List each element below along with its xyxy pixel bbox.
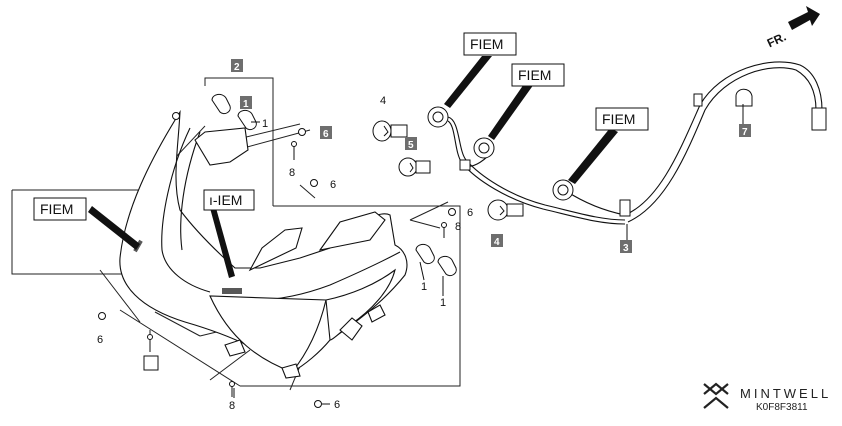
front-direction-indicator: FR. [765, 6, 820, 50]
harness-clips [459, 88, 827, 217]
clip-group-top [211, 93, 457, 277]
part-callouts: 1 4 8 6 6 8 1 1 6 8 6 [97, 95, 473, 412]
box-5-bg [405, 137, 417, 150]
box-callout-1: 1 [243, 99, 249, 110]
bulb-4-top [372, 120, 408, 142]
callout-8-right: 8 [455, 221, 461, 233]
diagram-code: K0F8F3811 [756, 402, 808, 413]
box-callout-7: 7 [742, 127, 748, 138]
front-arrow-icon [788, 6, 820, 30]
callout-1-left: 1 [421, 281, 427, 293]
callout-8-bottom: 8 [229, 400, 235, 412]
fiem-label-left: FIEM [40, 201, 73, 217]
box-4-bg [491, 234, 503, 247]
callout-6-bottom: 6 [334, 399, 340, 411]
box-7-bg [739, 124, 751, 137]
mintwell-logo-icon [703, 382, 729, 409]
fiem-label-middle: FIEM [518, 67, 551, 83]
box-callout-5: 5 [408, 140, 414, 151]
wire-harness [447, 61, 823, 225]
callout-6-right: 6 [467, 207, 473, 219]
callout-6-mid: 6 [330, 179, 336, 191]
callout-leaders [233, 100, 744, 405]
fiem-label-right: FIEM [602, 111, 635, 127]
box-callout-6: 6 [323, 129, 329, 140]
bulb-5 [398, 157, 431, 177]
brand-name: MINTWELL [740, 386, 831, 401]
box-6-bg [320, 126, 332, 139]
box-callout-4: 4 [494, 237, 500, 248]
fiem-labels: FIEM ı-IEM FIEM FIEM FIEM [33, 32, 649, 221]
empty-callout-box [143, 355, 159, 371]
box-3-bg [620, 240, 632, 253]
brand-watermark: MINTWELL K0F8F3811 [703, 382, 831, 413]
callout-1-top: 1 [262, 118, 268, 130]
callout-6-bottom-left: 6 [97, 334, 103, 346]
bulb-4-right [487, 199, 524, 221]
fiem-label-top: FIEM [470, 36, 503, 52]
box-callout-3: 3 [623, 243, 629, 254]
bulbs [372, 120, 524, 221]
callout-1-right: 1 [440, 297, 446, 309]
fiem-label-center: ı-IEM [209, 192, 242, 208]
fiem-arrows [88, 56, 618, 278]
box-callout-2: 2 [234, 62, 240, 73]
bulb-sockets [427, 106, 574, 201]
callout-8-top: 8 [289, 167, 295, 179]
fr-label: FR. [765, 30, 788, 51]
box-1-bg [240, 96, 252, 109]
box-2-bg [231, 59, 243, 72]
fasteners [98, 112, 456, 408]
headlight-housing [119, 109, 408, 379]
box-callouts: 2 1 6 5 4 3 7 [143, 59, 751, 371]
callout-4-top: 4 [380, 95, 386, 107]
